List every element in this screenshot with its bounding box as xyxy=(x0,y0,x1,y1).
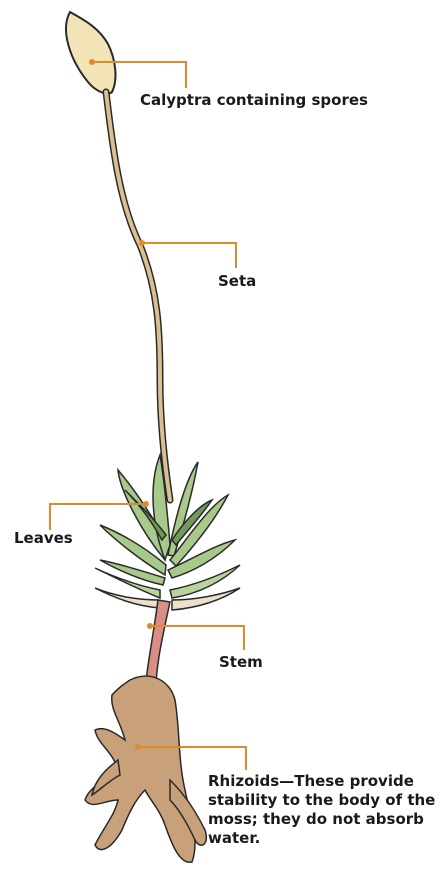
stem xyxy=(146,600,170,682)
calyptra-capsule xyxy=(66,12,115,94)
label-leaves: Leaves xyxy=(14,529,73,548)
label-seta: Seta xyxy=(218,272,256,291)
rhizoids-mass xyxy=(85,676,206,862)
label-calyptra: Calyptra containing spores xyxy=(140,91,368,110)
seta-leader xyxy=(142,243,236,268)
label-rhizoids: Rhizoids—These provide stability to the … xyxy=(208,772,448,848)
label-stem: Stem xyxy=(219,653,263,672)
